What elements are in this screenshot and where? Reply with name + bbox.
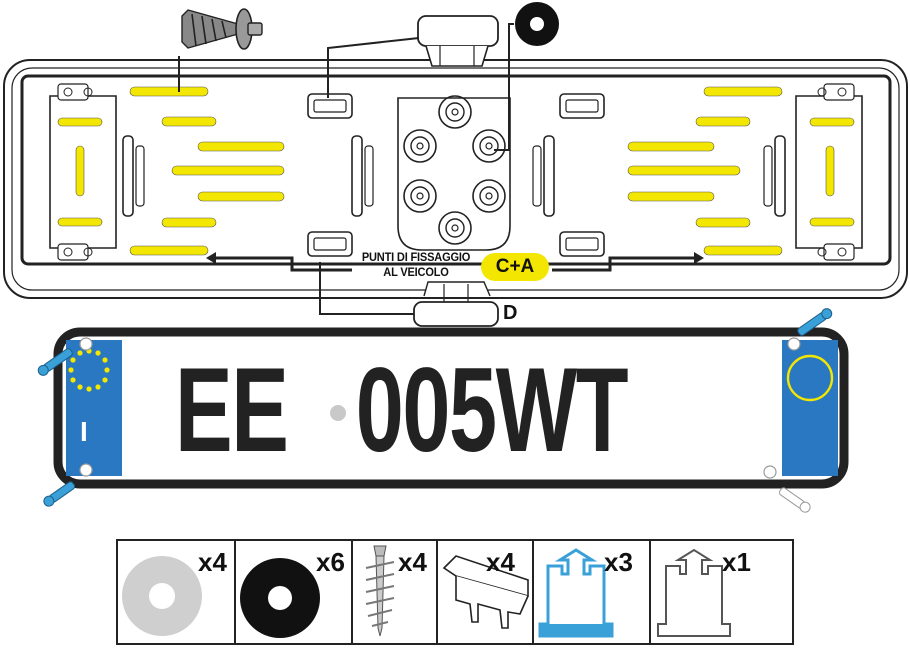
qty-plug-blue: x3 bbox=[604, 547, 633, 577]
yellow-strips-right bbox=[627, 86, 783, 256]
eu-band bbox=[66, 340, 122, 476]
plate-left-part: EE bbox=[175, 343, 289, 477]
plate-plug-top-right bbox=[787, 308, 833, 351]
license-plate bbox=[53, 327, 849, 489]
qty-washer-grey: x4 bbox=[198, 547, 227, 577]
plate-plug-bottom-right bbox=[763, 465, 811, 513]
top-clip bbox=[417, 15, 499, 67]
screw-callout-icon bbox=[181, 8, 263, 50]
plate-number: EE 005WT bbox=[175, 343, 629, 477]
mount-arrows bbox=[214, 256, 694, 272]
eu-country-code: I bbox=[80, 416, 88, 447]
plate-right-part: 005WT bbox=[355, 343, 629, 477]
left-arrow-head-icon bbox=[206, 252, 216, 264]
washer-grey-icon bbox=[122, 556, 202, 636]
region-band bbox=[782, 340, 838, 476]
clip-bracket-icon bbox=[442, 555, 529, 629]
qty-clip-bracket: x4 bbox=[486, 547, 515, 577]
plug-white-icon bbox=[657, 548, 731, 637]
right-side-panel bbox=[795, 83, 863, 261]
right-arrow-head-icon bbox=[694, 252, 704, 264]
center-mount-plate bbox=[397, 95, 511, 251]
qty-plug-white: x1 bbox=[722, 547, 751, 577]
plate-separator-dot bbox=[330, 405, 346, 421]
qty-screw: x4 bbox=[398, 547, 427, 577]
ca-badge: C+A bbox=[481, 253, 549, 281]
mount-label-line1: PUNTI DI FISSAGGIO bbox=[361, 250, 471, 264]
washer-callout-icon bbox=[515, 2, 559, 46]
screw-icon bbox=[365, 545, 395, 637]
yellow-strips-left bbox=[129, 86, 285, 256]
leader-lines bbox=[178, 23, 514, 315]
left-side-panel bbox=[49, 83, 117, 261]
qty-washer-black: x6 bbox=[316, 547, 345, 577]
plug-blue-icon bbox=[538, 548, 614, 638]
mount-points-label: PUNTI DI FISSAGGIO AL VEICOLO bbox=[357, 250, 475, 280]
mount-label-line2: AL VEICOLO bbox=[383, 265, 449, 279]
region-circle-icon bbox=[786, 354, 834, 402]
d-marker: D bbox=[503, 302, 518, 324]
washer-black-icon bbox=[240, 558, 320, 638]
bottom-clip bbox=[413, 281, 499, 327]
plate-plug-top-left bbox=[37, 337, 93, 376]
plate-plug-bottom-left bbox=[43, 463, 93, 507]
